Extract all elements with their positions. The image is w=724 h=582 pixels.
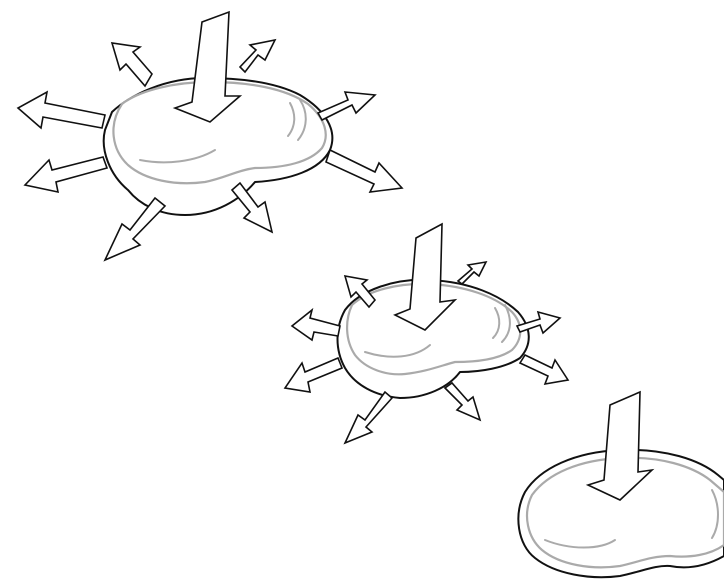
organism-medium <box>285 224 568 443</box>
outward-arrow <box>105 198 165 260</box>
outward-arrow <box>458 262 486 284</box>
outward-arrow <box>326 150 402 192</box>
downward-arrow <box>175 12 240 122</box>
outward-arrow <box>232 183 272 232</box>
outward-arrow <box>112 43 152 86</box>
outward-arrow <box>318 92 375 120</box>
outward-arrow <box>285 358 342 392</box>
outward-arrow <box>520 355 568 384</box>
organism-small <box>518 392 724 577</box>
outward-arrow <box>292 310 340 340</box>
outward-arrow <box>445 383 480 420</box>
outward-arrow <box>240 40 275 72</box>
outward-arrow <box>18 92 105 128</box>
organism-large <box>18 12 402 260</box>
outward-arrow <box>25 157 107 192</box>
outward-arrow <box>345 392 392 443</box>
